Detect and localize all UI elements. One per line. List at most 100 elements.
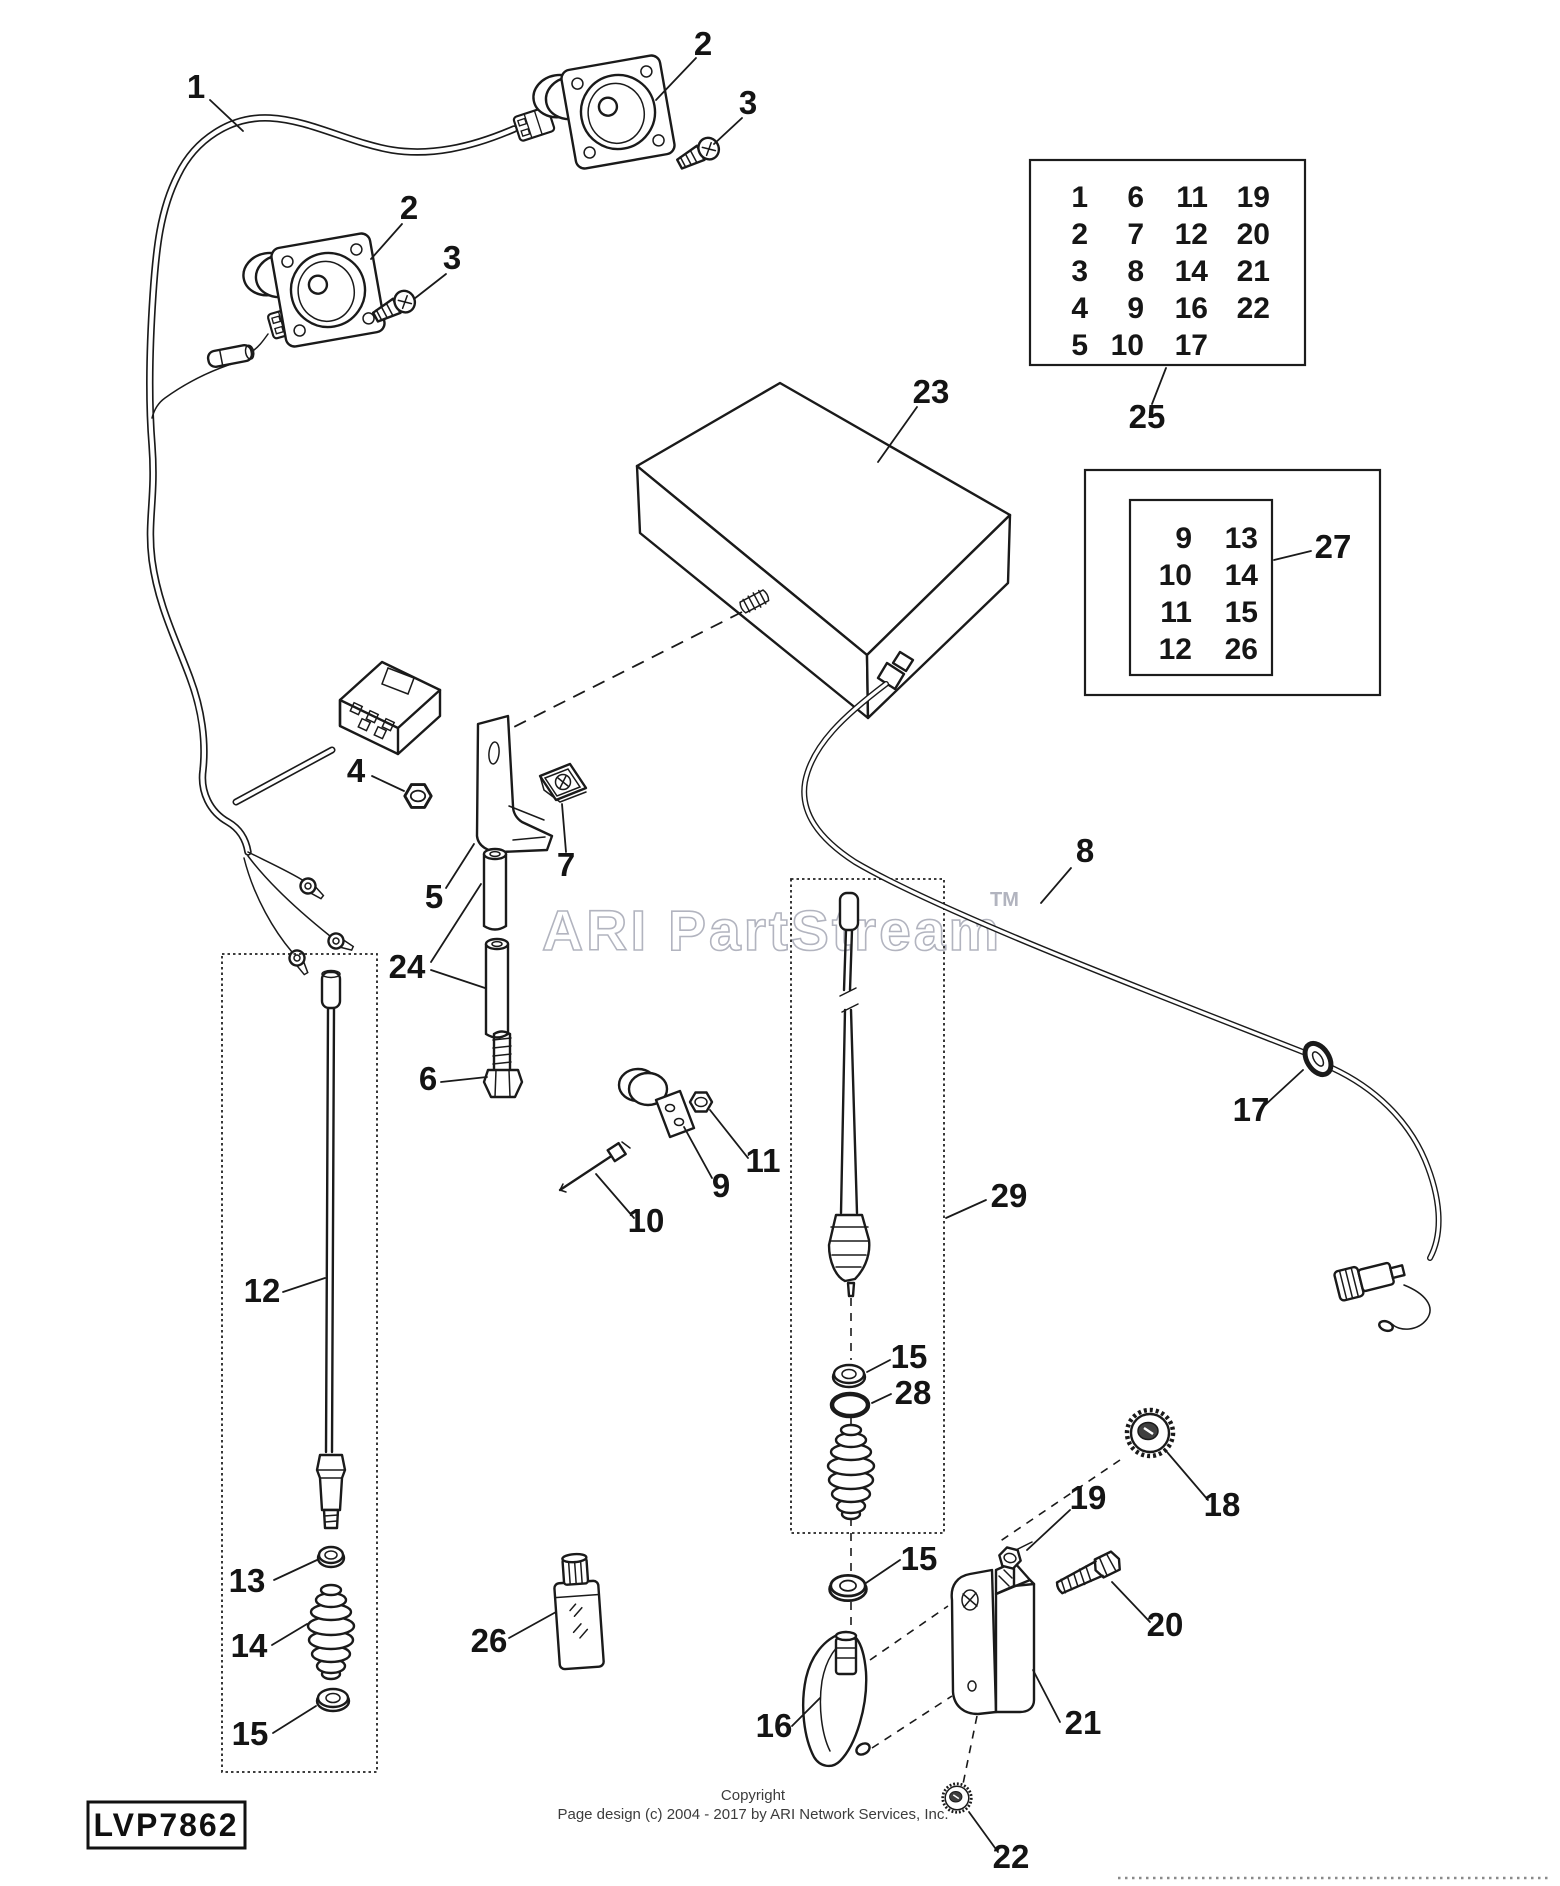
callout-2-left: 2: [400, 189, 418, 226]
antenna-boot: [826, 1423, 876, 1521]
part-13-ring: [316, 1545, 346, 1569]
inline-ferrule: [205, 342, 257, 370]
part-19-bolt: [995, 1541, 1033, 1572]
table25-cell: 22: [1237, 292, 1270, 325]
ring-terminal: [285, 946, 314, 979]
callout-8: 8: [1076, 832, 1094, 869]
callout-14: 14: [231, 1627, 268, 1664]
table27-cell: 13: [1225, 522, 1258, 555]
callout-3-top: 3: [739, 84, 757, 121]
callout-12: 12: [244, 1272, 281, 1309]
part-26-sealant-tube: [553, 1552, 605, 1671]
part-21-bracket: [950, 1560, 1036, 1716]
callout-18: 18: [1204, 1486, 1241, 1523]
footer-page-design: Page design (c) 2004 - 2017 by ARI Netwo…: [557, 1806, 948, 1823]
part-10-cable-tie: [558, 1141, 631, 1193]
table27-cell: 15: [1225, 596, 1258, 629]
part-18-antenna-nut: [1127, 1410, 1173, 1456]
table25-cell: 21: [1237, 255, 1270, 288]
part-16-antenna-base: [801, 1630, 871, 1768]
callout-2-top: 2: [694, 25, 712, 62]
callout-29: 29: [991, 1177, 1028, 1214]
callout-leader-lines: [209, 57, 1312, 1853]
table25-cell: 5: [1071, 329, 1088, 362]
callout-15-lower: 15: [901, 1540, 938, 1577]
table27-cell: 26: [1225, 633, 1258, 666]
part-5-bracket: [475, 714, 554, 854]
callout-24: 24: [389, 948, 426, 985]
part-29-antenna-box: [790, 878, 945, 1534]
callout-20: 20: [1147, 1606, 1184, 1643]
callout-25: 25: [1129, 398, 1166, 435]
callout-21: 21: [1065, 1704, 1102, 1741]
radio-mounting-stud: [739, 589, 770, 614]
table27-cell: 11: [1160, 596, 1192, 629]
table25-cell: 1: [1071, 181, 1088, 214]
callout-19: 19: [1070, 1479, 1107, 1516]
part-14-boot: [306, 1583, 356, 1681]
cable-end-connector: [1333, 1261, 1406, 1302]
callout-6: 6: [419, 1060, 437, 1097]
part-9-clamp: [617, 1067, 696, 1139]
callout-3-left: 3: [443, 239, 461, 276]
callout-10: 10: [628, 1202, 665, 1239]
part-7-clip-nut: [538, 762, 588, 803]
table25-cell: 16: [1175, 292, 1208, 325]
table25-cell: 11: [1176, 181, 1208, 214]
callout-23: 23: [913, 373, 950, 410]
part-6-bolt: [482, 1030, 524, 1099]
part-1-wiring-harness: [146, 105, 557, 979]
table25-cell: 8: [1127, 255, 1144, 288]
part-2-speaker-top: [528, 52, 678, 177]
harness-connector-block: [338, 660, 442, 756]
callout-11: 11: [746, 1142, 781, 1179]
callout-22: 22: [993, 1838, 1030, 1875]
callout-15-mid: 15: [891, 1338, 928, 1375]
reference-table-27: 9 13 10 14 11 15 12 26: [1083, 468, 1382, 697]
part-28-o-ring: [829, 1391, 871, 1419]
callout-9: 9: [712, 1167, 730, 1204]
part-3-screw-top: [673, 132, 724, 175]
table27-cell: 10: [1159, 559, 1192, 592]
part-24-spacers: [482, 847, 510, 1039]
callout-16: 16: [756, 1707, 793, 1744]
callout-13: 13: [229, 1562, 266, 1599]
table25-cell: 3: [1071, 255, 1088, 288]
part-4-nut: [403, 783, 433, 809]
table25-cell: 19: [1237, 181, 1270, 214]
part-11-nut: [688, 1091, 714, 1113]
ring-terminal: [324, 929, 357, 957]
part-12-antenna-box: [221, 953, 378, 1773]
table25-cell: 2: [1071, 218, 1088, 251]
callout-27: 27: [1315, 528, 1352, 565]
table27-cell: 14: [1225, 559, 1259, 592]
table25-cell: 6: [1127, 181, 1144, 214]
part-15-washer: [315, 1687, 351, 1713]
callout-26: 26: [471, 1622, 508, 1659]
callout-5: 5: [425, 878, 443, 915]
watermark-text: ARI PartStream: [542, 899, 1002, 963]
callout-7: 7: [557, 846, 575, 883]
table25-cell: 9: [1127, 292, 1144, 325]
callout-28: 28: [895, 1374, 932, 1411]
footer-copyright: Copyright: [721, 1787, 786, 1804]
table25-cell: 4: [1071, 292, 1088, 325]
table25-cell: 7: [1127, 218, 1144, 251]
part-17-grommet: [1302, 1040, 1334, 1078]
part-8-antenna-cable: [801, 650, 1442, 1333]
reference-table-25: 1 6 11 19 2 7 12 20 3 8 14 21 4 9 16 22 …: [1028, 158, 1307, 367]
watermark-tm: TM: [990, 889, 1019, 911]
table25-cell: 12: [1175, 218, 1208, 251]
part-23-radio: [499, 381, 1012, 735]
table25-cell: 17: [1175, 329, 1208, 362]
part-2-speaker-left: [238, 230, 388, 355]
callout-4: 4: [347, 752, 366, 789]
table25-cell: 20: [1237, 218, 1270, 251]
callout-1: 1: [187, 68, 205, 105]
callout-17: 17: [1233, 1091, 1270, 1128]
diagram-code-text: LVP7862: [93, 1807, 238, 1843]
table25-cell: 14: [1175, 255, 1209, 288]
part-15-washer-upper: [831, 1363, 867, 1389]
table27-cell: 9: [1175, 522, 1192, 555]
